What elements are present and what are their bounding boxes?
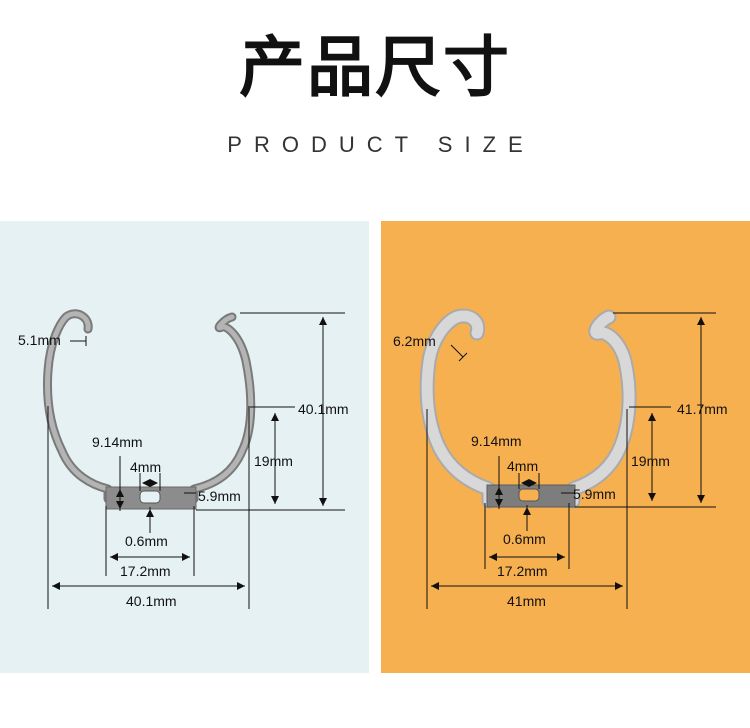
right-clip-diagram: 6.2mm 41.7mm 19mm 9.14mm 4mm 5.9mm 0.6mm… <box>393 308 728 609</box>
right-total-height-label: 41.7mm <box>677 401 728 417</box>
right-inner-height-label: 19mm <box>631 453 670 469</box>
right-product-panel: 6.2mm 41.7mm 19mm 9.14mm 4mm 5.9mm 0.6mm… <box>381 221 750 673</box>
right-dimension-arrows <box>431 317 705 590</box>
left-clip-shape <box>43 309 256 510</box>
left-slot-length-label: 9.14mm <box>92 434 143 450</box>
right-dimension-lines <box>426 312 716 609</box>
right-slot-length-label: 9.14mm <box>471 433 522 449</box>
left-dimension-labels: 5.1mm 40.1mm 19mm 9.14mm 4mm 5.9mm 0.6mm… <box>18 332 349 609</box>
left-dimension-arrows <box>52 317 327 590</box>
left-total-width-label: 40.1mm <box>126 593 177 609</box>
left-inner-height-label: 19mm <box>254 453 293 469</box>
left-total-height-label: 40.1mm <box>298 401 349 417</box>
left-clip-diagram: 5.1mm 40.1mm 19mm 9.14mm 4mm 5.9mm 0.6mm… <box>18 309 349 609</box>
left-plate-thickness-label: 0.6mm <box>125 533 168 549</box>
page-title: 产品尺寸 <box>239 29 511 106</box>
right-thickness-label: 6.2mm <box>393 333 436 349</box>
right-clip-shape <box>419 308 637 509</box>
left-base-height-label: 5.9mm <box>198 488 241 504</box>
page-subtitle: PRODUCT SIZE <box>227 132 535 157</box>
left-thickness-label: 5.1mm <box>18 332 61 348</box>
right-plate-thickness-label: 0.6mm <box>503 531 546 547</box>
left-slot-width-label: 4mm <box>130 459 161 475</box>
right-total-width-label: 41mm <box>507 593 546 609</box>
right-base-height-label: 5.9mm <box>573 486 616 502</box>
right-base-width-label: 17.2mm <box>497 563 548 579</box>
right-dimension-labels: 6.2mm 41.7mm 19mm 9.14mm 4mm 5.9mm 0.6mm… <box>393 333 728 609</box>
left-product-panel: 5.1mm 40.1mm 19mm 9.14mm 4mm 5.9mm 0.6mm… <box>0 221 369 673</box>
left-dimension-lines <box>47 312 345 609</box>
left-base-width-label: 17.2mm <box>120 563 171 579</box>
right-slot-width-label: 4mm <box>507 458 538 474</box>
